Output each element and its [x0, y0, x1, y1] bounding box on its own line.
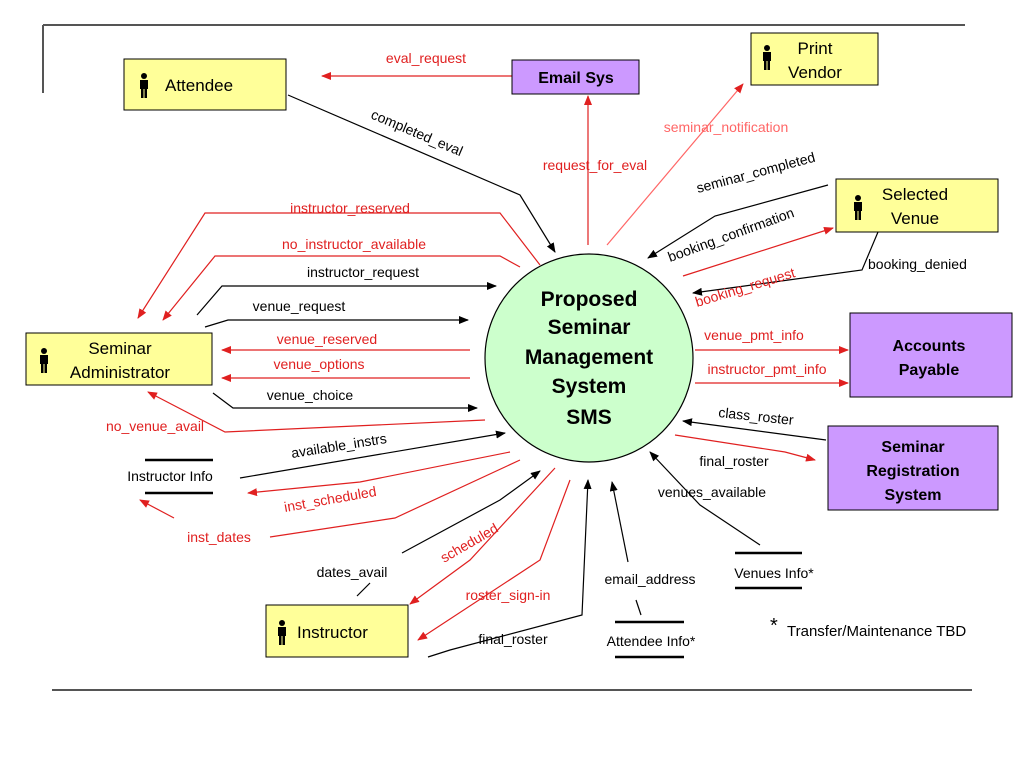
- print-vendor-line-2: Vendor: [788, 63, 842, 82]
- flow-label-venue-choice: venue_choice: [267, 387, 354, 403]
- flow-label-final-roster-instructor: final_roster: [478, 631, 548, 647]
- entity-seminar-administrator: Seminar Administrator: [25, 332, 213, 386]
- flow-label-scheduled: scheduled: [438, 520, 501, 566]
- flow-lines: [137, 72, 879, 658]
- flow-label-email-address: email_address: [604, 571, 695, 587]
- email-sys-label: Email Sys: [538, 70, 614, 87]
- flow-label-venue-reserved: venue_reserved: [277, 331, 377, 347]
- entity-email-sys: Email Sys: [511, 59, 640, 95]
- accounts-payable-line-1: Accounts: [893, 338, 966, 355]
- process-line-2: Seminar: [548, 316, 631, 339]
- datastore-instructor-info: Instructor Info: [127, 458, 213, 495]
- central-process: Proposed Seminar Management System SMS: [484, 253, 694, 463]
- footnote: * Transfer/Maintenance TBD: [770, 615, 966, 640]
- flow-label-venue-options: venue_options: [273, 356, 364, 372]
- print-vendor-line-1: Print: [798, 39, 833, 58]
- flow-label-instructor-request: instructor_request: [307, 264, 419, 280]
- seminar-registration-line-1: Seminar: [881, 439, 944, 456]
- venues-info-label: Venues Info*: [734, 565, 814, 581]
- flow-label-seminar-notification: seminar_notification: [664, 119, 789, 135]
- flow-label-request-for-eval: request_for_eval: [543, 157, 647, 173]
- flow-label-final-roster-registration: final_roster: [699, 453, 769, 469]
- entity-seminar-registration-system: Seminar Registration System: [827, 425, 999, 511]
- flow-label-eval-request: eval_request: [386, 50, 466, 66]
- seminar-registration-line-3: System: [885, 487, 942, 504]
- entity-instructor: Instructor: [265, 604, 409, 658]
- flow-label-roster-sign-in: roster_sign-in: [466, 587, 551, 603]
- flow-label-booking-request: booking_request: [693, 264, 797, 310]
- entity-attendee: Attendee: [123, 58, 287, 111]
- flow-label-venues-available: venues_available: [658, 484, 766, 500]
- flow-label-inst-dates: inst_dates: [187, 529, 251, 545]
- entity-accounts-payable: Accounts Payable: [849, 312, 1013, 398]
- selected-venue-line-2: Venue: [891, 209, 939, 228]
- flow-label-instructor-pmt-info: instructor_pmt_info: [707, 361, 826, 377]
- flow-label-class-roster: class_roster: [718, 404, 795, 428]
- flow-label-booking-denied: booking_denied: [868, 256, 967, 272]
- entity-selected-venue: Selected Venue: [835, 178, 999, 233]
- process-line-4: System: [552, 375, 627, 398]
- footnote-text: Transfer/Maintenance TBD: [787, 623, 966, 640]
- frame-lines: [42, 24, 972, 691]
- seminar-administrator-line-2: Administrator: [70, 363, 170, 382]
- process-line-1: Proposed: [541, 288, 638, 311]
- flow-label-no-venue-avail: no_venue_avail: [106, 418, 204, 434]
- seminar-administrator-line-1: Seminar: [88, 339, 152, 358]
- flow-label-dates-avail: dates_avail: [317, 564, 388, 580]
- instructor-label: Instructor: [297, 623, 368, 642]
- instructor-info-label: Instructor Info: [127, 468, 213, 484]
- flow-label-no-instructor-available: no_instructor_available: [282, 236, 426, 252]
- flow-label-seminar-completed: seminar_completed: [695, 149, 817, 196]
- flow-label-available-instrs: available_instrs: [290, 430, 388, 461]
- flow-label-instructor-reserved: instructor_reserved: [290, 200, 410, 216]
- entity-print-vendor: Print Vendor: [750, 32, 879, 86]
- process-line-5: SMS: [566, 406, 612, 429]
- process-line-3: Management: [525, 346, 653, 369]
- flow-label-venue-pmt-info: venue_pmt_info: [704, 327, 804, 343]
- seminar-registration-line-2: Registration: [866, 463, 959, 480]
- attendee-info-label: Attendee Info*: [607, 633, 696, 649]
- datastore-venues-info: Venues Info*: [734, 551, 814, 590]
- attendee-label: Attendee: [165, 76, 233, 95]
- datastore-attendee-info: Attendee Info*: [607, 620, 696, 659]
- footnote-star: *: [770, 615, 778, 637]
- selected-venue-line-1: Selected: [882, 185, 948, 204]
- accounts-payable-line-2: Payable: [899, 362, 960, 379]
- flow-label-venue-request: venue_request: [253, 298, 346, 314]
